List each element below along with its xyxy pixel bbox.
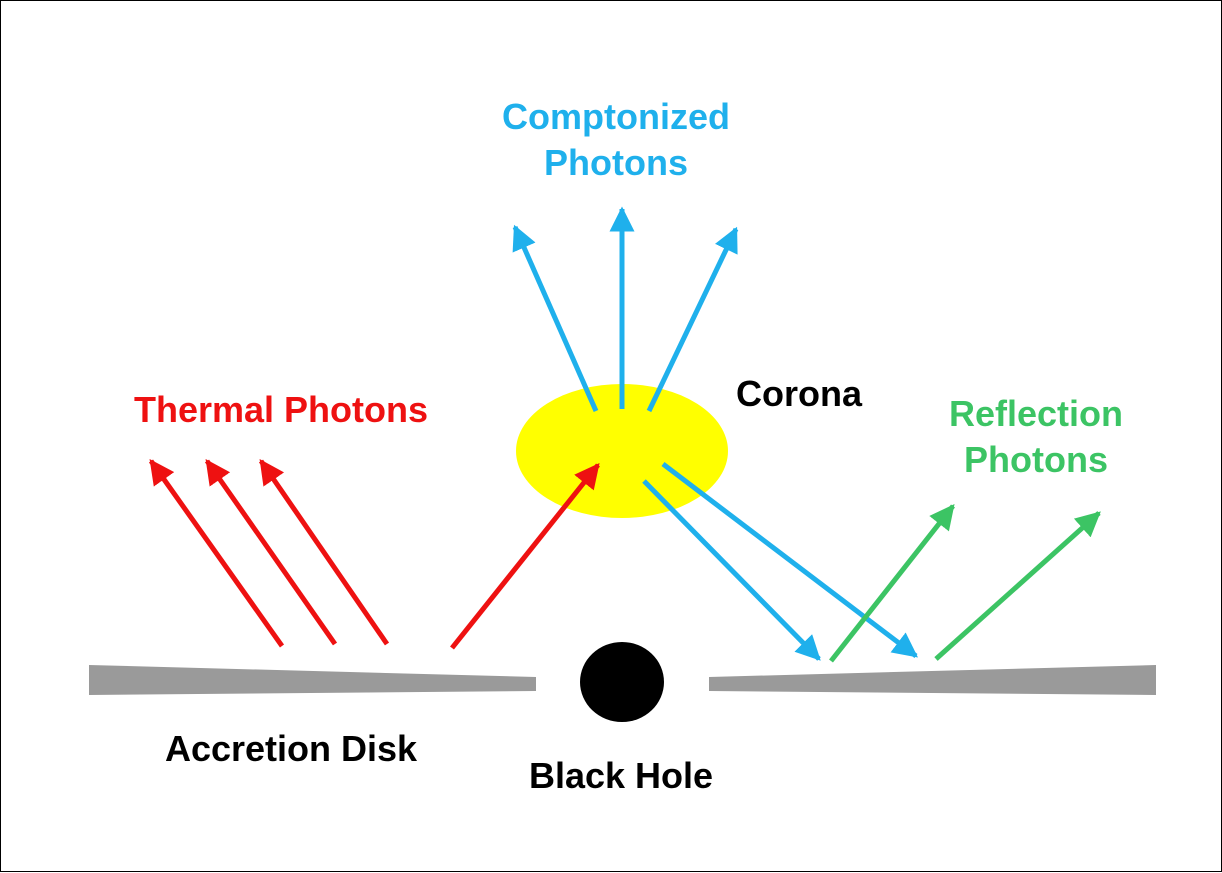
comptonized-photons-label: Comptonized Photons bbox=[471, 94, 761, 186]
black-hole bbox=[580, 642, 664, 722]
thermal-photon-arrow bbox=[204, 458, 338, 646]
corona bbox=[516, 384, 728, 518]
reflection-photon-arrow bbox=[934, 511, 1101, 661]
thermal-photon-arrow bbox=[148, 458, 285, 648]
coronal-photon-to-disk-arrow bbox=[642, 479, 821, 661]
corona-label: Corona bbox=[736, 373, 862, 414]
comptonized-label-line2: Photons bbox=[544, 142, 688, 183]
thermal-photons-label: Thermal Photons bbox=[133, 389, 429, 430]
accretion-disk-label: Accretion Disk bbox=[164, 728, 418, 769]
black-hole-label: Black Hole bbox=[528, 755, 714, 796]
comptonized-photon-arrow bbox=[646, 226, 739, 413]
reflection-photon-arrow bbox=[829, 504, 955, 663]
accretion-disk-left bbox=[89, 665, 536, 695]
accretion-disk-right bbox=[709, 665, 1156, 695]
reflection-photons-label: Reflection Photons bbox=[921, 391, 1151, 483]
coronal-photon-to-disk-arrow bbox=[661, 462, 918, 658]
reflection-label-line1: Reflection bbox=[948, 393, 1124, 434]
comptonized-label-line1: Comptonized bbox=[502, 96, 730, 137]
comptonized-photon-arrow bbox=[512, 224, 599, 413]
reflection-label-line2: Photons bbox=[964, 439, 1108, 480]
thermal-photon-to-corona-arrow bbox=[450, 463, 600, 650]
thermal-photon-arrow bbox=[258, 458, 390, 646]
